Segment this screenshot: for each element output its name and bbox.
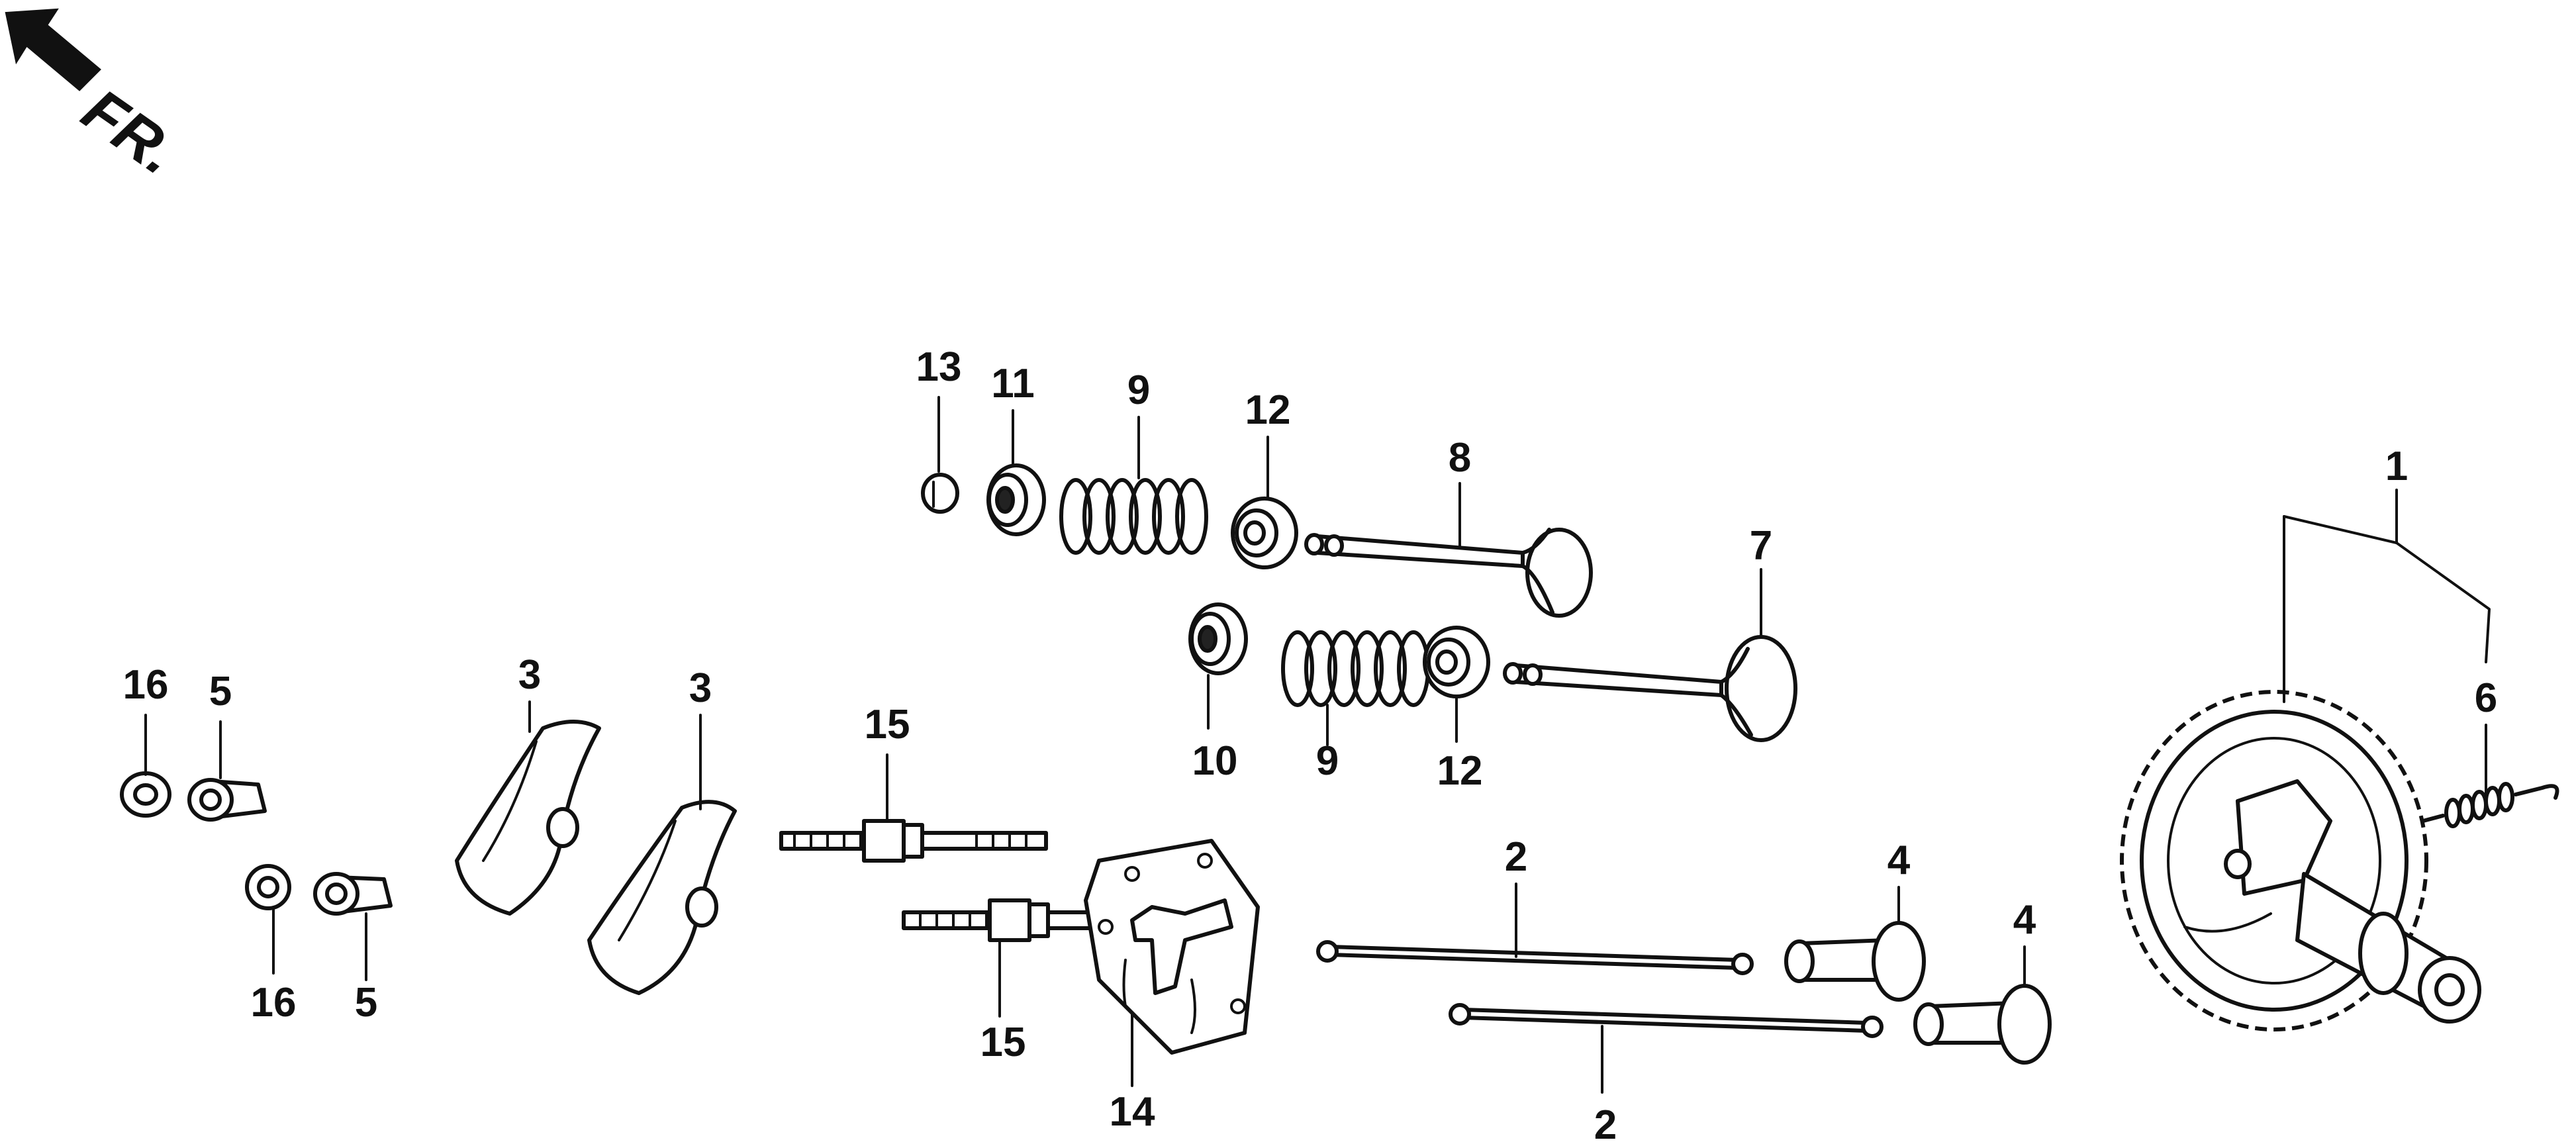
callout-16-lower: 16 <box>251 980 297 1026</box>
leader-lines <box>144 396 2491 1094</box>
callout-4-upper: 4 <box>1887 837 1911 883</box>
part-3-rocker-arm-left[interactable] <box>455 720 601 916</box>
callout-9-lower: 9 <box>1316 738 1339 784</box>
part-5-pivot-upper[interactable] <box>187 778 267 822</box>
part-13-valve-cotter[interactable] <box>921 473 959 514</box>
front-direction-indicator: FR. <box>5 8 190 188</box>
part-10-spring-retainer[interactable] <box>1188 602 1248 675</box>
part-9-valve-spring-lower[interactable] <box>1281 630 1430 707</box>
callout-1: 1 <box>2385 444 2408 489</box>
part-4-tappet-lower[interactable] <box>1913 984 2052 1065</box>
callout-13: 13 <box>916 344 962 390</box>
part-2-push-rod-upper[interactable] <box>1316 940 1754 975</box>
callout-12-upper: 12 <box>1245 387 1291 433</box>
front-direction-label: FR. <box>71 76 190 188</box>
part-16-nut-upper[interactable] <box>120 771 171 818</box>
part-9-valve-spring-upper[interactable] <box>1059 478 1208 555</box>
callout-2-upper: 2 <box>1505 834 1527 880</box>
part-2-push-rod-lower[interactable] <box>1449 1003 1884 1038</box>
callout-16-upper: 16 <box>123 662 169 708</box>
callout-3-right: 3 <box>689 665 712 711</box>
callout-5-lower: 5 <box>355 980 377 1026</box>
part-5-pivot-lower[interactable] <box>313 872 393 916</box>
callout-4-lower: 4 <box>2013 897 2036 943</box>
part-4-tappet-upper[interactable] <box>1784 921 1926 1002</box>
part-12-valve-seal-lower[interactable] <box>1423 626 1490 698</box>
part-16-nut-lower[interactable] <box>245 864 291 910</box>
callout-9-upper: 9 <box>1127 367 1150 413</box>
callout-10: 10 <box>1192 738 1238 784</box>
callout-15-lower: 15 <box>980 1020 1026 1065</box>
callout-3-left: 3 <box>518 652 541 698</box>
part-14-guide-plate[interactable] <box>1084 839 1260 1055</box>
callout-2-lower: 2 <box>1594 1102 1617 1148</box>
callout-12-lower: 12 <box>1437 748 1483 794</box>
part-1-camshaft-assembly[interactable] <box>2120 690 2481 1031</box>
callout-15-upper: 15 <box>865 702 910 747</box>
arrow-up-left-icon <box>5 8 101 91</box>
part-12-valve-seal-upper[interactable] <box>1231 497 1298 569</box>
part-6-decompressor-spring[interactable] <box>2421 782 2559 828</box>
callout-11: 11 <box>991 361 1035 407</box>
callout-7: 7 <box>1750 523 1772 569</box>
callout-8: 8 <box>1449 435 1471 481</box>
part-11-spring-retainer[interactable] <box>986 463 1046 536</box>
callout-5-upper: 5 <box>209 669 232 714</box>
part-8-intake-valve[interactable] <box>1304 528 1593 618</box>
part-7-exhaust-valve[interactable] <box>1503 635 1797 742</box>
part-3-rocker-arm-right[interactable] <box>587 800 737 995</box>
callout-6: 6 <box>2475 675 2497 721</box>
callout-14: 14 <box>1110 1089 1155 1135</box>
part-15-stud-bolt-upper[interactable] <box>779 819 1048 863</box>
callout-labels: 13 11 9 12 8 7 10 9 12 16 5 3 3 15 16 5 … <box>123 344 2498 1148</box>
